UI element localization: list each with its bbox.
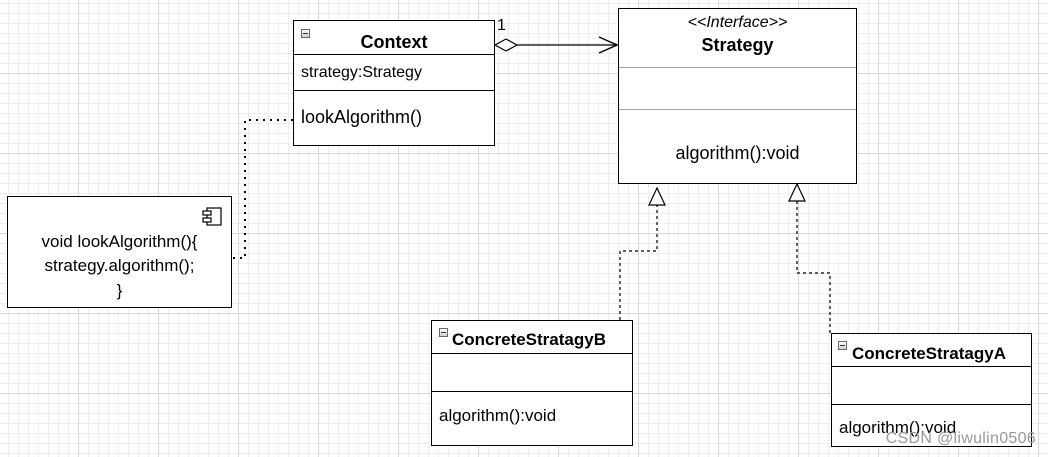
context-attribute: strategy:Strategy <box>301 64 422 81</box>
context-operation: lookAlgorithm() <box>301 107 423 127</box>
concrete-stratagy-b-operation: algorithm():void <box>439 406 557 425</box>
component-icon <box>202 207 222 226</box>
concrete-stratagy-b-name: ConcreteStratagyB <box>452 330 606 349</box>
collapse-icon[interactable] <box>301 29 310 38</box>
aggregation-diamond <box>493 38 519 52</box>
collapse-icon[interactable] <box>439 328 448 337</box>
realization-a[interactable] <box>788 182 831 333</box>
concrete-stratagy-b-class[interactable]: ConcreteStratagyB algorithm():void <box>431 320 633 446</box>
code-note[interactable]: void lookAlgorithm(){ strategy.algorithm… <box>7 196 232 308</box>
strategy-stereotype: <<Interface>> <box>687 14 788 31</box>
aggregation-association[interactable] <box>493 38 617 52</box>
realization-b[interactable] <box>619 186 666 320</box>
note-line-1: void lookAlgorithm(){ <box>41 232 198 251</box>
watermark: CSDN @liwulin0506 <box>885 430 1036 447</box>
note-line-2: strategy.algorithm(); <box>44 256 195 275</box>
concrete-stratagy-a-class[interactable]: ConcreteStratagyA algorithm():void <box>831 333 1032 447</box>
note-link[interactable] <box>232 119 293 259</box>
realization-b-triangle <box>648 186 666 206</box>
collapse-icon[interactable] <box>838 341 847 350</box>
context-class[interactable]: Context strategy:Strategy lookAlgorithm(… <box>293 20 495 146</box>
association-multiplicity: 1 <box>497 17 506 34</box>
concrete-stratagy-a-name: ConcreteStratagyA <box>852 344 1006 363</box>
strategy-interface[interactable]: <<Interface>> Strategy algorithm():void <box>618 8 857 184</box>
strategy-operation: algorithm():void <box>675 143 800 163</box>
realization-a-triangle <box>788 182 806 202</box>
note-line-3: } <box>116 281 123 300</box>
concrete-stratagy-a-operation: algorithm():void <box>839 418 957 437</box>
strategy-interface-name: Strategy <box>701 35 774 55</box>
context-class-name: Context <box>360 32 428 52</box>
